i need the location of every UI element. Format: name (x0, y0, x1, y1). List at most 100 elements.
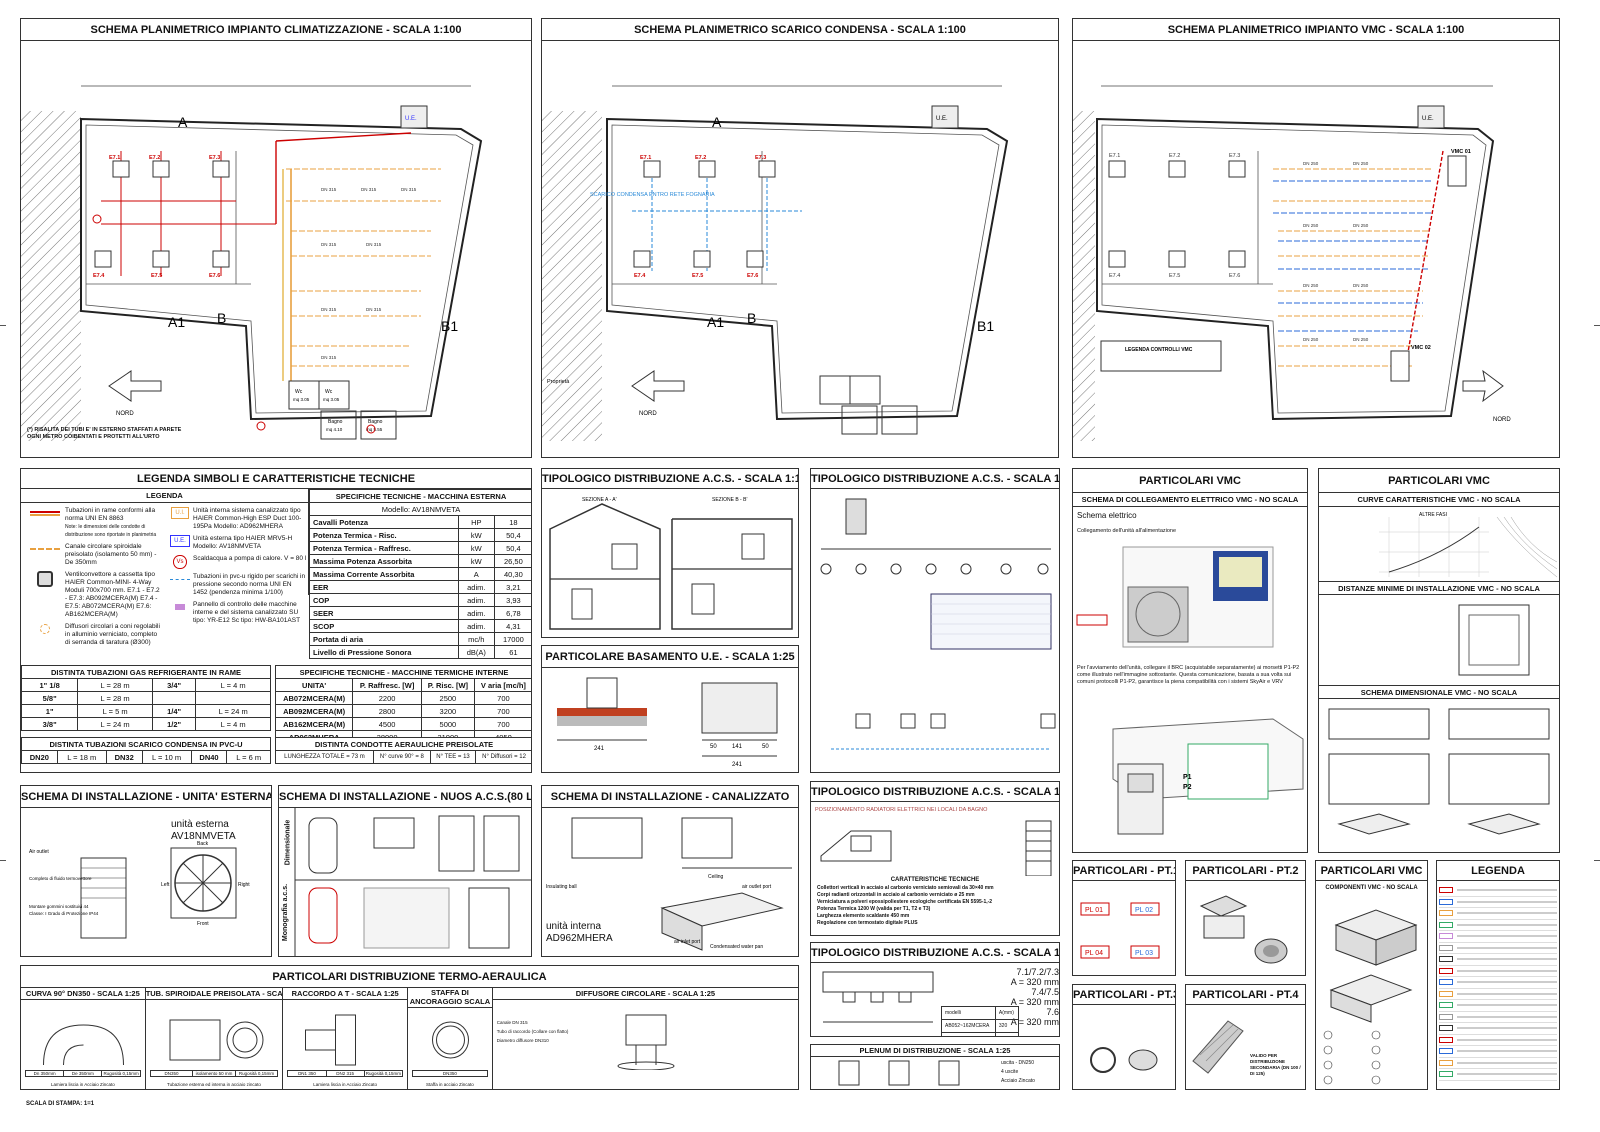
svg-text:E7.5: E7.5 (692, 273, 703, 279)
basamento-drawing: 241 50 141 50 241 (557, 677, 778, 768)
legend-row (1439, 1035, 1557, 1046)
legend-symbol-icon (1439, 956, 1453, 963)
legend-panel: LEGENDA SIMBOLI E CARATTERISTICHE TECNIC… (20, 468, 532, 773)
scale-note: SCALA DI STAMPA: 1=1 (26, 1101, 95, 1107)
svg-text:air outlet port: air outlet port (742, 884, 772, 890)
svg-text:Back: Back (197, 841, 209, 847)
svg-text:141: 141 (732, 744, 743, 750)
acs-install-drawing (294, 808, 531, 956)
unit-label: E7.2 (149, 155, 160, 161)
ui-box-icon: U.I. (171, 507, 189, 519)
water-heater-icon: Vs (173, 555, 187, 569)
ue-box-icon: U.E. (170, 535, 190, 547)
svg-text:Right: Right (238, 882, 250, 888)
ext-unit-label: unità esterna (171, 819, 229, 830)
svg-text:mq 5.55: mq 5.55 (366, 427, 383, 432)
spec-internal-table: SPECIFICHE TECNICHE - MACCHINE TERMICHE … (274, 665, 531, 744)
pt2-panel: PARTICOLARI - PT.2 (1185, 860, 1306, 976)
termo-column: STAFFA DI ANCORAGGIO SCALA 1: 25DN350Sta… (408, 988, 493, 1089)
legend-row (1439, 1023, 1557, 1035)
svg-text:air inlet port: air inlet port (674, 939, 701, 945)
legend-symbol-icon (1439, 967, 1453, 974)
legend-item: Pannello di controllo delle macchine int… (167, 601, 307, 625)
svg-text:DN 250: DN 250 (1303, 161, 1319, 166)
legend-row (1439, 954, 1557, 966)
legend-item: Diffusori circolari a coni regolabili in… (25, 623, 163, 647)
termo-drawing (617, 1014, 675, 1070)
pt4-note: VALIDO PER DISTRIBUZIONE SECONDARIA (DN … (1250, 1053, 1301, 1076)
acs-typological-2: TIPOLOGICO DISTRIBUZIONE A.C.S. - SCALA … (810, 468, 1060, 773)
svg-text:241: 241 (732, 762, 743, 768)
plan-note: (*) RISALITA DEI TUBI E' IN ESTERNO STAF… (27, 427, 182, 440)
ext-unit-model: AV18NMVETA (171, 831, 236, 842)
svg-text:DN 315: DN 315 (366, 242, 382, 247)
plan-title: SCHEMA PLANIMETRICO IMPIANTO VMC - SCALA… (1073, 19, 1559, 41)
svg-text:DN 315: DN 315 (321, 307, 337, 312)
plan-title: SCHEMA PLANIMETRICO SCARICO CONDENSA - S… (542, 19, 1058, 41)
legend-item: U.I. Unità interna sistema canalizzato t… (167, 507, 307, 531)
legend-symbol-icon (1439, 933, 1453, 940)
legend-symbol-icon (1439, 887, 1453, 894)
plenum-detail: PLENUM DI DISTRIBUZIONE - SCALA 1:25 usc… (810, 1044, 1060, 1090)
svg-text:B1: B1 (977, 318, 994, 334)
legend-symbol-icon (1439, 898, 1453, 905)
pt4-drawing (1192, 1020, 1244, 1074)
spec-external-table: SPECIFICHE TECNICHE - MACCHINA ESTERNA M… (309, 489, 531, 659)
svg-text:A: A (712, 114, 722, 130)
svg-text:Montare gommini sostituivi 44: Montare gommini sostituivi 44 (29, 904, 89, 909)
installation-acs: SCHEMA DI INSTALLAZIONE - NUOS A.C.S.(80… (278, 785, 532, 957)
installation-canalizzato: SCHEMA DI INSTALLAZIONE - CANALIZZATO Ce… (541, 785, 799, 957)
svg-text:DN 250: DN 250 (1353, 223, 1369, 228)
termo-drawing (432, 1021, 470, 1059)
unit-label: E7.1 (109, 155, 120, 161)
legend-row (1439, 1046, 1557, 1058)
legend-symbol-icon (1439, 1013, 1453, 1020)
ext-unit-drawing: Air outlet Completo di fluido termovetto… (29, 841, 250, 939)
legend-item: U.E. Unità esterna tipo HAIER MRV5-H Mod… (167, 535, 307, 551)
legend-row (1439, 931, 1557, 943)
pt1-panel: PARTICOLARI - PT.1 PL 01 PL 02 PL 04 PL … (1072, 860, 1176, 976)
svg-text:E7.6: E7.6 (1229, 273, 1240, 279)
svg-text:DN 315: DN 315 (321, 187, 337, 192)
svg-text:DN 315: DN 315 (366, 307, 382, 312)
plenum-drawing (838, 1060, 960, 1086)
svg-text:241: 241 (594, 746, 605, 752)
condensa-label: SCARICO CONDENSA ENTRO RETE FOGNARIA (590, 192, 715, 198)
svg-text:DN 250: DN 250 (1303, 223, 1319, 228)
plan-vmc: SCHEMA PLANIMETRICO IMPIANTO VMC - SCALA… (1072, 18, 1560, 458)
svg-text:50: 50 (762, 744, 769, 750)
svg-text:DN 250: DN 250 (1303, 283, 1319, 288)
svg-text:PL 04: PL 04 (1085, 950, 1103, 957)
copper-pipe-icon (30, 510, 60, 516)
svg-text:P1: P1 (1183, 774, 1192, 781)
svg-text:E7.3: E7.3 (755, 155, 766, 161)
legenda-title: LEGENDA (21, 489, 308, 503)
plan-climatizzazione: SCHEMA PLANIMETRICO IMPIANTO CLIMATIZZAZ… (20, 18, 532, 458)
svg-text:DN 315: DN 315 (321, 242, 337, 247)
acs-typological-4: TIPOLOGICO DISTRIBUZIONE A.C.S. - SCALA … (810, 942, 1060, 1037)
legend-row (1439, 943, 1557, 954)
legenda-right: LEGENDA (1436, 860, 1560, 1090)
svg-text:PL 02: PL 02 (1135, 907, 1153, 914)
ue-label: U.E. (936, 116, 948, 122)
svg-text:Air outlet: Air outlet (29, 849, 49, 855)
legend-item: Vs Scaldacqua a pompa di calore. V = 80 … (167, 555, 307, 569)
termo-drawing (305, 1014, 357, 1066)
legend-symbol-icon (1439, 921, 1453, 928)
svg-text:Ceiling: Ceiling (708, 874, 724, 880)
legend-row (1439, 1058, 1557, 1069)
unit-label: E7.4 (93, 273, 105, 279)
nord-label: NORD (116, 411, 134, 417)
